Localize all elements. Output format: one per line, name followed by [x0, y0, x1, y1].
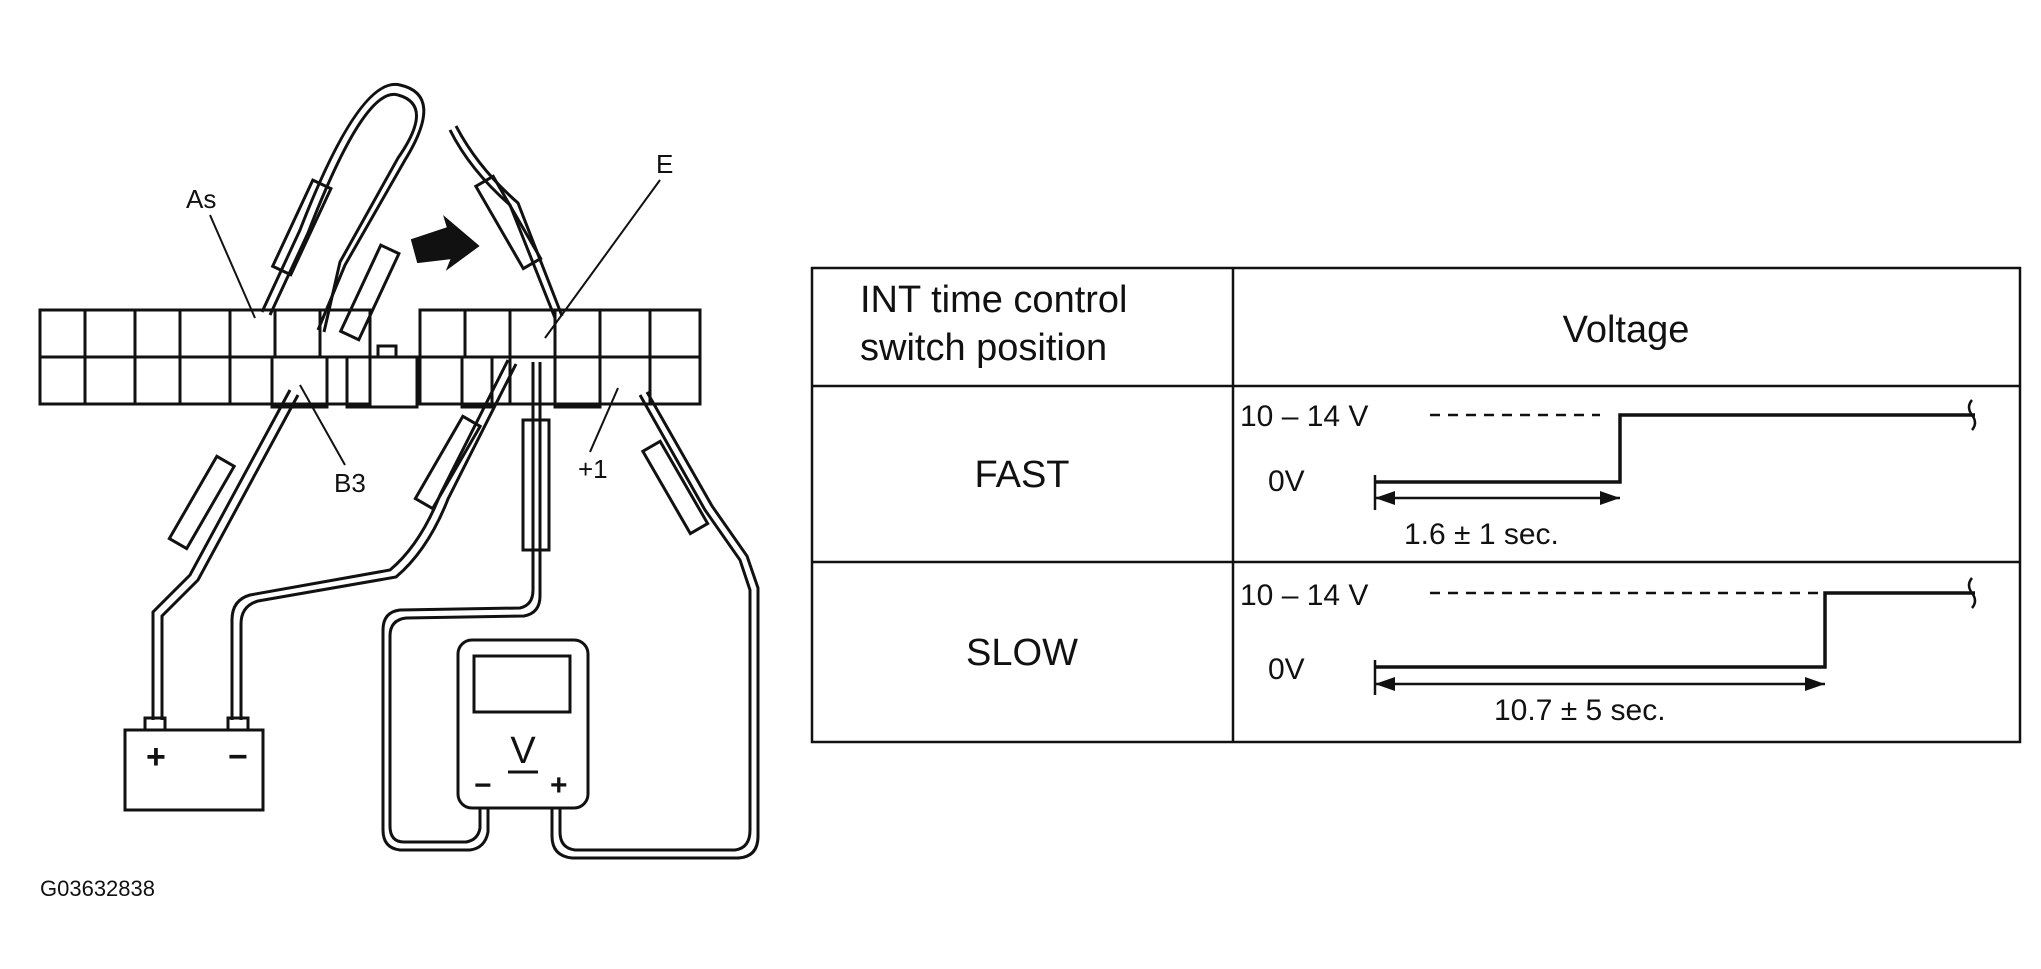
row-fast: FAST 10 – 14 V 0V 1.6 ± 1 sec.: [974, 399, 1977, 551]
voltmeter: V − +: [456, 638, 590, 810]
figure-id: G03632838: [40, 876, 155, 901]
row-slow-waveform: [1375, 591, 1975, 669]
battery: + −: [123, 716, 265, 812]
jumper-wire: [260, 82, 564, 342]
arrow-right-icon: [410, 215, 480, 271]
row-fast-position: FAST: [974, 454, 1069, 496]
label-plus1: +1: [578, 454, 608, 484]
row-slow-high-label: 10 – 14 V: [1240, 579, 1368, 612]
voltmeter-negative: −: [474, 769, 492, 802]
connector-right: [418, 308, 702, 409]
row-slow-low-label: 0V: [1268, 653, 1305, 686]
battery-positive: +: [146, 738, 166, 776]
terminal-labels: As E B3 +1: [186, 149, 673, 498]
row-slow: SLOW 10 – 14 V 0V 10.7 ± 5 sec.: [966, 577, 1977, 727]
voltmeter-symbol: V: [510, 730, 536, 772]
battery-leads: [151, 359, 518, 720]
wiring-diagram: + − V − + As E B3 +1: [38, 82, 760, 901]
label-b3: B3: [334, 468, 366, 498]
header-col1-line1: INT time control: [860, 279, 1127, 321]
voltage-table: INT time control switch position Voltage…: [810, 266, 2022, 744]
header-voltage: Voltage: [1563, 309, 1690, 351]
label-e: E: [656, 149, 673, 179]
voltmeter-positive: +: [550, 769, 568, 802]
row-fast-high-label: 10 – 14 V: [1240, 400, 1368, 433]
battery-negative: −: [228, 738, 248, 776]
row-slow-position: SLOW: [966, 632, 1078, 674]
row-fast-low-label: 0V: [1268, 465, 1305, 498]
label-as: As: [186, 184, 216, 214]
row-fast-time-label: 1.6 ± 1 sec.: [1404, 518, 1559, 551]
header-col1-line2: switch position: [860, 327, 1107, 369]
row-fast-waveform: [1375, 413, 1975, 484]
connector-middle: [345, 344, 419, 409]
row-slow-time-label: 10.7 ± 5 sec.: [1494, 694, 1666, 727]
voltmeter-leads: [381, 362, 760, 860]
